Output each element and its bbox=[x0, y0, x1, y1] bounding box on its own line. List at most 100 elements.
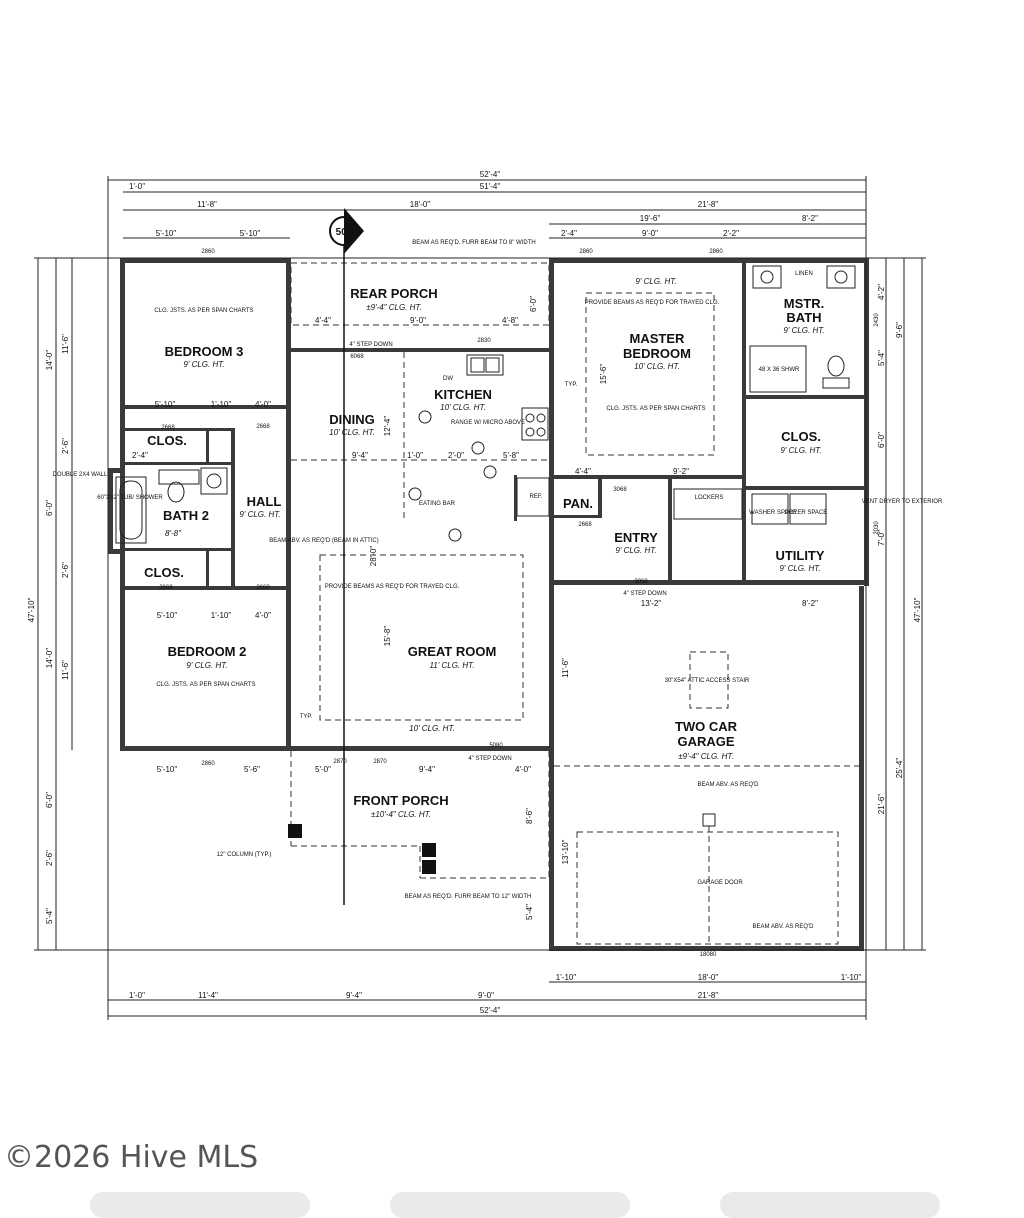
door-2668-bed3: 2668 bbox=[256, 424, 270, 430]
door-5080-great: 5080 bbox=[489, 743, 503, 749]
section-marker-label: 501 bbox=[336, 227, 353, 238]
room-bedroom2-clg: 9' CLG. HT. bbox=[186, 661, 227, 670]
room-master-clg-top: 9' CLG. HT. bbox=[635, 277, 676, 286]
dim-6-0-rear: 6'-0" bbox=[529, 296, 538, 312]
note-column: 12" COLUMN (TYP.) bbox=[217, 852, 272, 858]
door-2830-kitchen: 2830 bbox=[477, 338, 491, 344]
dim-5-10-bed3: 5'-10" bbox=[155, 400, 176, 409]
room-master-clg: 10' CLG. HT. bbox=[634, 362, 680, 371]
dim-18-0: 18'-0" bbox=[410, 200, 431, 209]
room-utility-clg: 9' CLG. HT. bbox=[779, 564, 820, 573]
note-shower: 48 X 36 SHWR bbox=[759, 367, 800, 373]
dim-4-4-master: 4'-4" bbox=[575, 467, 591, 476]
dim-25-4-right: 25'-4" bbox=[895, 758, 904, 779]
dim-5-4-right: 5'-4" bbox=[877, 350, 886, 366]
note-provide-beams-master: PROVIDE BEAMS AS REQ'D FOR TRAYED CLG. bbox=[585, 300, 720, 306]
note-step-garage: 4" STEP DOWN bbox=[623, 591, 666, 597]
dim-1-10-bed3: 1'-10" bbox=[211, 400, 232, 409]
dim-11-8: 11'-8" bbox=[197, 200, 217, 209]
room-bath2-dim: 8'-8" bbox=[165, 529, 182, 538]
dim-12-4: 12'-4" bbox=[383, 416, 392, 437]
dim-5-10-bed2: 5'-10" bbox=[157, 611, 178, 620]
room-kitchen: KITCHEN bbox=[434, 387, 492, 402]
bottom-blur-left bbox=[90, 1192, 310, 1218]
dim-inner-top: 51'-4" bbox=[480, 182, 501, 191]
dim-9-2-master: 9'-2" bbox=[673, 467, 689, 476]
door-3068-entry: 3068 bbox=[613, 487, 627, 493]
interior-walls bbox=[125, 263, 864, 590]
dimension-labels: 52'-4" 51'-4" 1'-0" 11'-8" 18'-0" 21'-8"… bbox=[27, 170, 922, 1015]
note-step-rear: 4" STEP DOWN bbox=[349, 342, 392, 348]
dim-1-0-bottom: 1'-0" bbox=[129, 991, 145, 1000]
dim-21-8-top: 21'-8" bbox=[698, 200, 719, 209]
room-front-porch-clg: ±10'-4" CLG. HT. bbox=[371, 810, 431, 819]
dimension-lines bbox=[34, 176, 926, 1020]
dim-11-6-top-left: 11'-6" bbox=[61, 334, 70, 354]
dim-2-6-top-left: 2'-6" bbox=[61, 438, 70, 454]
note-provide-beams-great: PROVIDE BEAMS AS REQ'D FOR TRAYED CLG. bbox=[325, 584, 460, 590]
note-dryer: DRYER SPACE bbox=[785, 510, 827, 516]
note-double-wall: DOUBLE 2X4 WALL bbox=[53, 472, 108, 478]
door-2668-bed2: 2668 bbox=[256, 585, 270, 591]
room-master-1: MASTER bbox=[630, 331, 686, 346]
room-kitchen-clg: 10' CLG. HT. bbox=[440, 403, 486, 412]
note-beam-front: BEAM AS REQ'D. FURR BEAM TO 12" WIDTH bbox=[405, 894, 532, 900]
porch-column bbox=[288, 824, 302, 838]
section-arrow-icon bbox=[344, 208, 364, 254]
dim-11-6-garage: 11'-6" bbox=[561, 658, 570, 678]
note-dw: DW bbox=[443, 376, 453, 382]
dim-5-8-kitchen: 5'-8" bbox=[503, 451, 519, 460]
dim-5-6-bottom: 5'-6" bbox=[244, 765, 260, 774]
dashed-lines bbox=[290, 262, 864, 946]
note-beam-rear: BEAM AS REQ'D. FURR BEAM TO 8" WIDTH bbox=[412, 240, 535, 246]
note-range: RANGE W/ MICRO ABOVE bbox=[451, 420, 525, 426]
dim-5-10-a: 5'-10" bbox=[156, 229, 177, 238]
dim-1-10-garage-r: 1'-10" bbox=[841, 973, 862, 982]
dim-14-0-bottom-left: 14'-0" bbox=[45, 648, 54, 669]
dim-5-4-left: 5'-4" bbox=[45, 908, 54, 924]
note-vent-dryer: VENT DRYER TO EXTERIOR bbox=[862, 499, 943, 505]
dim-21-8-bottom: 21'-8" bbox=[698, 991, 719, 1000]
dim-6-0-porch-left: 6'-0" bbox=[45, 792, 54, 808]
dim-11-4-bottom: 11'-4" bbox=[198, 991, 218, 1000]
dim-13-2: 13'-2" bbox=[641, 599, 662, 608]
dim-9-4-bottom: 9'-4" bbox=[346, 991, 362, 1000]
door-2860-bed2: 2860 bbox=[201, 761, 215, 767]
dim-one-ft-top: 1'-0" bbox=[129, 182, 145, 191]
dim-11-6-bottom-left: 11'-6" bbox=[61, 660, 70, 680]
room-rear-porch: REAR PORCH bbox=[350, 286, 437, 301]
dim-4-8-rear: 4'-8" bbox=[502, 316, 518, 325]
door-6068-dining: 6068 bbox=[350, 354, 364, 360]
note-washer: WASHER SPACE bbox=[749, 510, 797, 516]
dim-overall-top: 52'-4" bbox=[480, 170, 501, 179]
note-beam-attic: BEAM ABV. AS REQ'D (BEAM IN ATTIC) bbox=[269, 538, 379, 544]
porch-column bbox=[422, 843, 436, 857]
room-clos-master: CLOS. bbox=[781, 429, 821, 444]
dim-9-0: 9'-0" bbox=[642, 229, 658, 238]
dim-28-0: 28'-0" bbox=[369, 546, 378, 567]
note-joists-master: CLG. JSTS. AS PER SPAN CHARTS bbox=[606, 406, 705, 412]
dim-4-0-bed3: 4'-0" bbox=[255, 400, 271, 409]
note-garage-door: GARAGE DOOR bbox=[697, 880, 743, 886]
room-utility: UTILITY bbox=[775, 548, 824, 563]
dim-4-0-bed2: 4'-0" bbox=[255, 611, 271, 620]
note-attic-stair: 30"X54" ATTIC ACCESS STAIR bbox=[665, 678, 750, 684]
door-2870-a: 2870 bbox=[333, 759, 347, 765]
bottom-blur-mid bbox=[390, 1192, 630, 1218]
room-entry: ENTRY bbox=[614, 530, 658, 545]
dim-2-4: 2'-4" bbox=[561, 229, 577, 238]
room-garage-clg: ±9'-4" CLG. HT. bbox=[678, 752, 734, 761]
copyright-watermark: ©2026 Hive MLS bbox=[4, 1140, 259, 1175]
room-clos-master-clg: 9' CLG. HT. bbox=[780, 446, 821, 455]
dim-4-4-rear: 4'-4" bbox=[315, 316, 331, 325]
dim-14-0-top-left: 14'-0" bbox=[45, 350, 54, 371]
room-bedroom2: BEDROOM 2 bbox=[168, 644, 247, 659]
door-2668-clos-low: 2668 bbox=[159, 585, 173, 591]
dim-47-10-right: 47'-10" bbox=[913, 597, 922, 622]
note-typ-kitchen: TYP. bbox=[565, 382, 578, 388]
note-beam-garage-1: BEAM ABV. AS REQ'D bbox=[698, 782, 760, 788]
dim-8-2-garage: 8'-2" bbox=[802, 599, 818, 608]
dim-9-4-porch: 9'-4" bbox=[419, 765, 435, 774]
room-master-2: BEDROOM bbox=[623, 346, 691, 361]
